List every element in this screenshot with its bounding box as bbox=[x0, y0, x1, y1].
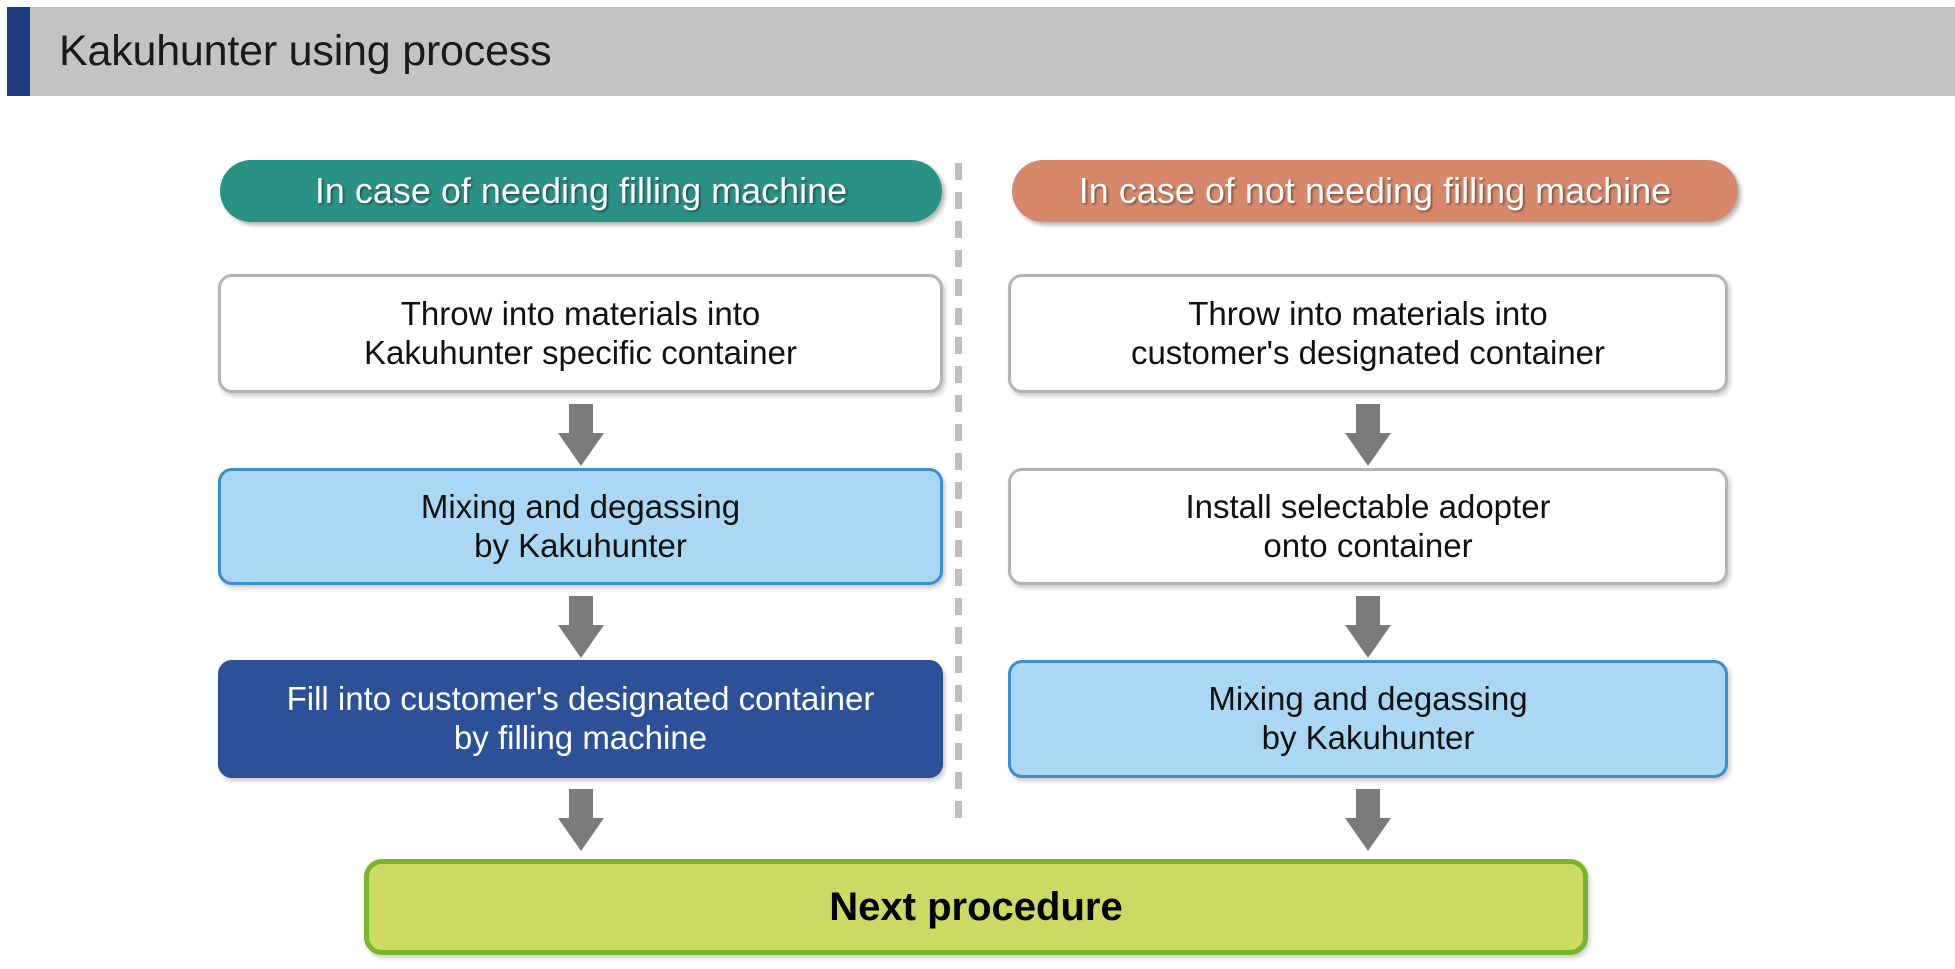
process-node-right-1: Throw into materials into customer's des… bbox=[1008, 274, 1728, 393]
arrow-shaft bbox=[1356, 596, 1380, 627]
title-bar: Kakuhunter using process bbox=[7, 7, 1955, 96]
process-node-right-2: Install selectable adopter onto containe… bbox=[1008, 468, 1728, 585]
process-node-left-3: Fill into customer's designated containe… bbox=[218, 660, 943, 778]
branch-header-left: In case of needing filling machine bbox=[220, 160, 942, 222]
arrow-down-icon bbox=[558, 789, 604, 851]
title-band bbox=[30, 7, 1955, 96]
arrow-head bbox=[1345, 818, 1391, 851]
arrow-head bbox=[558, 433, 604, 466]
page-title: Kakuhunter using process bbox=[59, 27, 552, 75]
title-accent-bar bbox=[7, 7, 30, 96]
arrow-down-icon bbox=[558, 596, 604, 658]
arrow-shaft bbox=[569, 789, 593, 820]
arrow-down-icon bbox=[1345, 404, 1391, 466]
process-node-right-3: Mixing and degassing by Kakuhunter bbox=[1008, 660, 1728, 778]
arrow-shaft bbox=[569, 404, 593, 435]
branch-header-right: In case of not needing filling machine bbox=[1012, 160, 1738, 222]
process-node-final: Next procedure bbox=[364, 859, 1588, 955]
arrow-down-icon bbox=[1345, 789, 1391, 851]
process-node-left-2: Mixing and degassing by Kakuhunter bbox=[218, 468, 943, 585]
divider-dashes bbox=[955, 163, 962, 825]
arrow-head bbox=[558, 818, 604, 851]
arrow-down-icon bbox=[558, 404, 604, 466]
arrow-head bbox=[1345, 625, 1391, 658]
arrow-shaft bbox=[1356, 404, 1380, 435]
column-divider bbox=[955, 163, 962, 825]
process-node-left-1: Throw into materials into Kakuhunter spe… bbox=[218, 274, 943, 393]
arrow-head bbox=[558, 625, 604, 658]
arrow-shaft bbox=[569, 596, 593, 627]
arrow-shaft bbox=[1356, 789, 1380, 820]
arrow-head bbox=[1345, 433, 1391, 466]
arrow-down-icon bbox=[1345, 596, 1391, 658]
